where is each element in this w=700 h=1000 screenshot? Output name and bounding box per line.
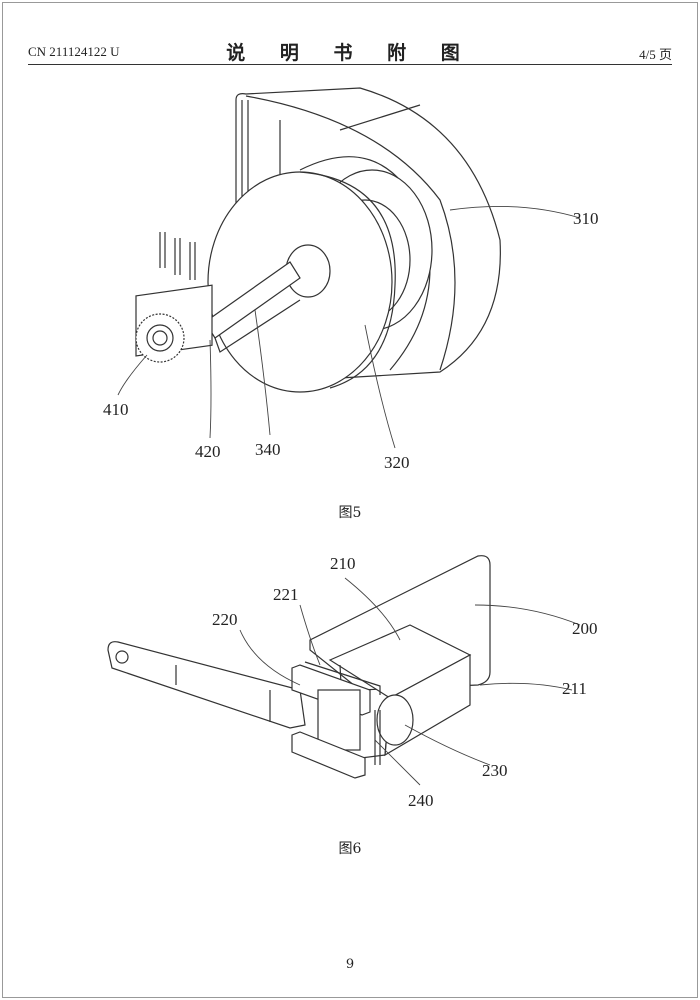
coil: [376, 694, 414, 746]
label-221: 221: [273, 585, 299, 604]
page-number: 9: [345, 957, 355, 972]
label-420: 420: [195, 442, 221, 461]
page-title: 说 明 书 附 图: [226, 42, 474, 64]
figure-6-drawing: 210 221 220 200 211 230 240: [107, 554, 598, 810]
label-310: 310: [573, 209, 599, 228]
bracket-body: [317, 689, 361, 751]
label-200: 200: [572, 619, 598, 638]
figure-6-caption: 图6: [338, 841, 362, 857]
label-220: 220: [212, 610, 238, 629]
label-320: 320: [384, 453, 410, 472]
page-indicator: 4/5 页: [639, 47, 672, 62]
figure-5-drawing: 310 320 340 420 410: [103, 87, 599, 472]
figure-5-caption: 图5: [338, 505, 362, 521]
bracket-bottom: [291, 731, 366, 779]
label-230: 230: [482, 761, 508, 780]
label-210: 210: [330, 554, 356, 573]
publication-number: CN 211124122 U: [28, 44, 120, 59]
lever-arm: [107, 641, 306, 729]
header-rule: [28, 64, 672, 65]
label-211: 211: [562, 679, 587, 698]
label-340: 340: [255, 440, 281, 459]
label-410: 410: [103, 400, 129, 419]
label-240: 240: [408, 791, 434, 810]
